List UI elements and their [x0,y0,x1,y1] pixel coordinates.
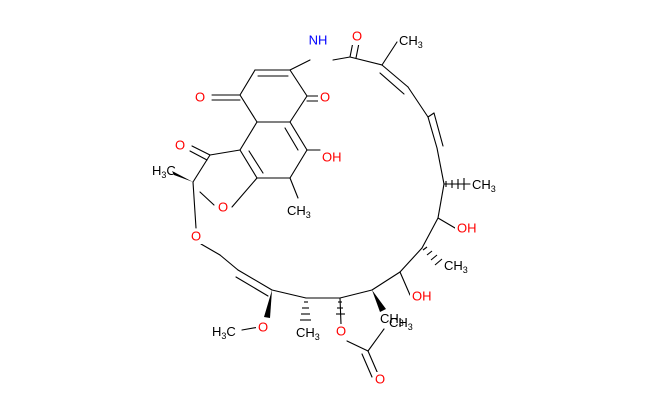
label-o-quinone-right: O [320,89,330,104]
label-oh-phenol: OH [322,149,342,164]
label-o-ketal-ether: O [191,228,201,243]
label-h3c-methoxy: H3C [212,324,236,341]
label-ch3-c20: CH3 [472,177,496,194]
label-ch3-c24: CH3 [296,325,320,342]
label-oh-c23: OH [412,288,432,303]
label-o-methoxy: O [258,319,268,334]
label-ch3-c26: CH3 [380,311,404,328]
label-ch3-c16: CH3 [399,33,423,50]
label-o-acetoxy: O [336,323,346,338]
atom-labels: NH O O O OH O H3C O CH3 O CH3 OH CH3 OH … [152,28,496,387]
label-o-furan: O [218,199,228,214]
label-h3c-ketal: H3C [152,163,176,180]
hashed-bond-c24 [300,301,311,321]
hashed-bond-c25 [336,301,345,315]
hashed-bond-c20 [445,178,465,190]
label-o-lactone-carbonyl: O [175,137,185,152]
label-oh-c21: OH [457,220,477,235]
bond-skeleton [189,41,471,378]
label-ch3-acetyl: CH3 [389,315,413,332]
label-ch3-aryl: CH3 [287,203,311,220]
hashed-bond-c22 [422,246,443,266]
stereo-bonds [172,171,465,321]
label-o-amide: O [352,28,362,43]
label-nh: NH [309,32,328,47]
label-o-quinone-left: O [195,89,205,104]
label-o-acetyl-carbonyl: O [375,371,385,386]
label-ch3-c22: CH3 [444,258,468,275]
